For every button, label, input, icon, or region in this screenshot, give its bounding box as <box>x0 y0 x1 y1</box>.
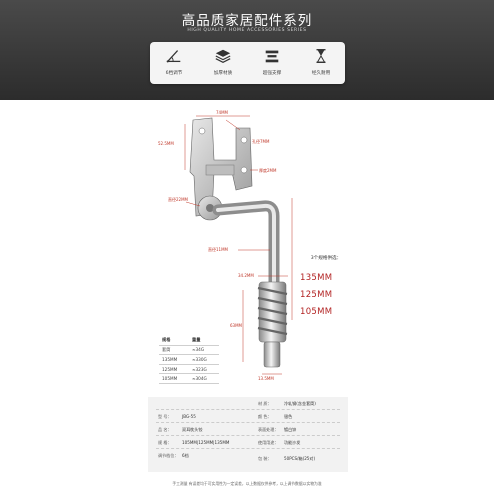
table-cell: 125MM <box>159 364 189 375</box>
features-card: 6档调节 加厚材质 超强支撑 经久耐用 <box>150 42 345 84</box>
param-value: JBG-55 <box>182 414 196 419</box>
hinge-rod <box>212 200 280 296</box>
support-icon <box>265 50 279 63</box>
param-label: 颜 色： <box>258 414 272 419</box>
table-header-row: 规格 重量 <box>159 336 219 346</box>
divider <box>156 435 340 436</box>
size-option: 125MM <box>300 290 333 300</box>
param-label: 品 名： <box>158 427 172 432</box>
feature-label: 加厚材质 <box>213 71 233 76</box>
layers-icon <box>215 49 231 63</box>
param-label: 调节档位： <box>158 453 179 458</box>
parameters-panel: 型 号： JBG-55 品 名： 双耳枕头铰 规 格： 105MM|125MM|… <box>148 397 348 472</box>
sizes-title: 3个规格供选： <box>310 256 342 261</box>
param-value: 105MM|125MM|135MM <box>182 440 230 445</box>
param-value: 双耳枕头铰 <box>182 427 203 432</box>
divider <box>156 422 340 423</box>
dim-top-width: 74MM <box>216 110 228 115</box>
size-option: 135MM <box>300 273 333 283</box>
feature-adjust: 6档调节 <box>156 47 192 76</box>
table-row: 105MM ≈304G <box>159 373 219 384</box>
table-row: 125MM ≈323G <box>159 364 219 375</box>
table-row: 套筒 ≈34G <box>159 345 219 356</box>
dim-thickness: 厚度2MM <box>259 168 277 173</box>
table-cell: 套筒 <box>159 345 189 356</box>
size-option: 105MM <box>300 307 333 317</box>
dim-height: 52.5MM <box>158 141 174 146</box>
param-label: 包 装： <box>258 456 272 461</box>
dimension-lines <box>184 115 293 375</box>
param-value: 冷轧钢(含金套筒) <box>284 401 316 406</box>
table-cell: ≈323G <box>189 364 219 375</box>
hourglass-icon <box>316 49 326 63</box>
param-label: 使用用途： <box>258 440 279 445</box>
table-header: 重量 <box>189 336 219 346</box>
param-label: 材 质： <box>258 401 272 406</box>
dim-base-width: 13.5MM <box>258 376 274 381</box>
table-cell: ≈330G <box>189 354 219 365</box>
dim-spring-width: 34.2MM <box>238 273 254 278</box>
dim-hole: 孔径7MM <box>252 139 270 144</box>
param-value: 银色 <box>284 414 293 419</box>
table-header: 规格 <box>159 336 189 346</box>
feature-durable: 经久耐用 <box>303 47 339 76</box>
table-cell: 135MM <box>159 354 189 365</box>
dim-spring-height: 63MM <box>230 323 242 328</box>
feature-label: 超强支撑 <box>262 71 282 76</box>
param-label: 规 格： <box>158 440 172 445</box>
dim-rod: 直径11MM <box>208 247 228 252</box>
param-label: 表面处理： <box>258 427 279 432</box>
feature-label: 6档调节 <box>165 71 183 76</box>
spec-table: 规格 重量 套筒 ≈34G 135MM ≈330G 125MM ≈323G 10… <box>159 336 219 384</box>
page-title: 高品质家居配件系列 <box>181 13 313 29</box>
footer-note: 手工测量 有误差均于可实用性为一定误差，以上数据仅供参考，以上调节数据以实物为准 <box>172 481 322 486</box>
page-subtitle: HIGH QUALITY HOME ACCESSORIES SERIES <box>187 28 307 33</box>
param-label: 型 号： <box>158 414 172 419</box>
param-value: 镀白锌 <box>284 427 297 432</box>
dim-disc: 直径22MM <box>168 197 188 202</box>
angle-icon <box>166 50 181 63</box>
hinge-spring <box>257 281 288 368</box>
param-value: 6档 <box>182 453 189 458</box>
divider <box>156 409 340 410</box>
table-cell: ≈34G <box>189 345 219 356</box>
param-value: 50PCS/箱(25对) <box>284 456 316 461</box>
param-value: 功能沙发 <box>284 440 301 445</box>
table-cell: ≈304G <box>189 373 219 384</box>
divider <box>156 448 340 449</box>
table-cell: 105MM <box>159 373 189 384</box>
table-row: 135MM ≈330G <box>159 354 219 365</box>
feature-thick: 加厚材质 <box>205 47 241 76</box>
feature-support: 超强支撑 <box>254 47 290 76</box>
feature-label: 经久耐用 <box>311 71 331 76</box>
